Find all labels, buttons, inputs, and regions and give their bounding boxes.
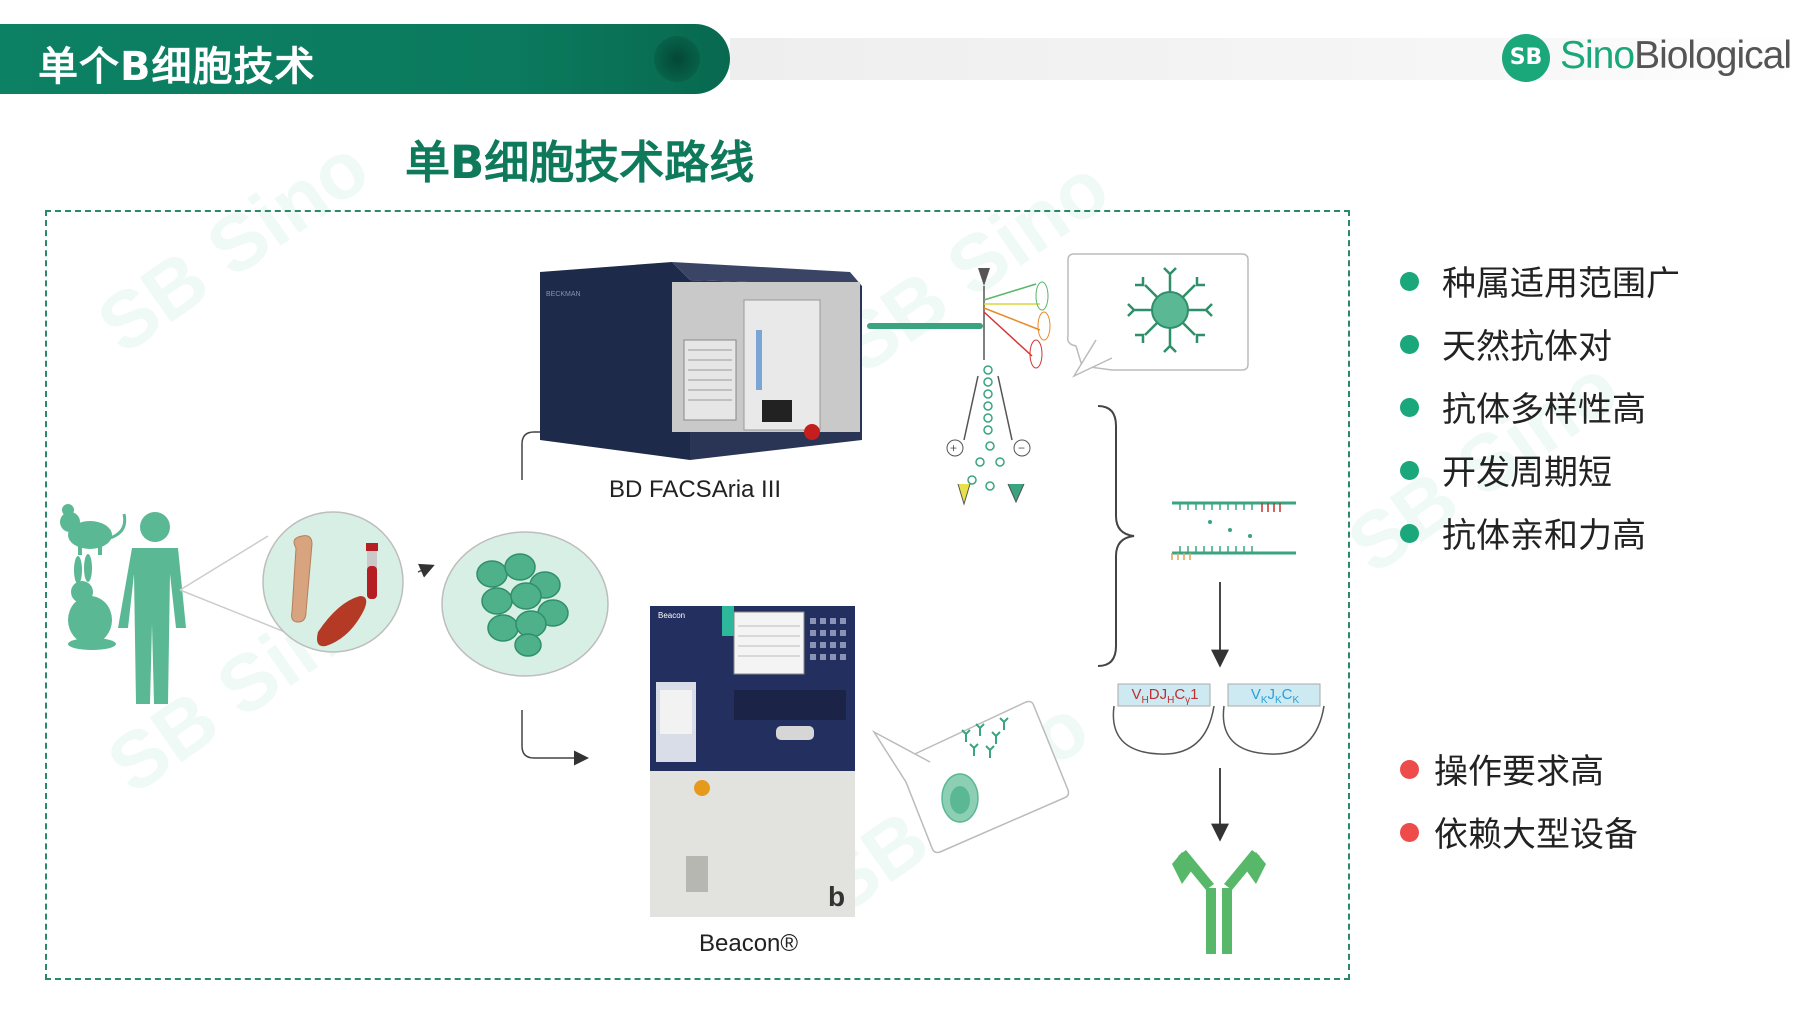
- gene-segment: V: [1131, 686, 1142, 703]
- beacon-instrument-image: b Beacon: [650, 606, 855, 917]
- red-bullet-icon: [1400, 823, 1419, 842]
- list-item: 开发周期短: [1400, 445, 1680, 508]
- header-band: 单个B细胞技术: [0, 24, 730, 94]
- green-bullet-icon: [1400, 461, 1419, 480]
- advantage-text: 天然抗体对: [1442, 327, 1612, 367]
- gene-segment: J: [1267, 686, 1276, 703]
- spleen-icon: [317, 596, 367, 647]
- advantages-list: 种属适用范围广 天然抗体对 抗体多样性高 开发周期短 抗体亲和力高: [1400, 256, 1680, 571]
- header-strip: [730, 38, 1800, 80]
- advantage-text: 种属适用范围广: [1442, 264, 1680, 304]
- list-item: 天然抗体对: [1400, 319, 1680, 382]
- logo-sino: Sino: [1560, 34, 1635, 77]
- beacon-label: Beacon®: [699, 930, 799, 957]
- limitations-list: 操作要求高 依赖大型设备: [1400, 744, 1638, 870]
- light-chain-gene-label: VKJKCK: [1232, 684, 1318, 706]
- cell-sorter-schematic: + −: [946, 268, 1051, 506]
- advantage-text: 开发周期短: [1442, 453, 1612, 493]
- list-item: 操作要求高: [1400, 744, 1638, 807]
- gene-segment: C: [1281, 686, 1293, 703]
- list-item: 种属适用范围广: [1400, 256, 1680, 319]
- logo-rest: Biological: [1634, 34, 1792, 77]
- facsaria-label: BD FACSAria III: [609, 476, 782, 503]
- green-bullet-icon: [1400, 524, 1419, 543]
- brand-logo: SB SinoBiological: [1502, 32, 1792, 84]
- b-cell-speech-bubble: [1066, 253, 1249, 378]
- page-title: 单个B细胞技术: [38, 44, 316, 90]
- red-bullet-icon: [1400, 760, 1419, 779]
- light-chain-vector: [1222, 683, 1325, 755]
- blood-tube-icon: [366, 543, 378, 599]
- gene-segment: V: [1250, 686, 1261, 703]
- tissue-source-bubble: [262, 511, 404, 653]
- svg-text:Beacon: Beacon: [658, 611, 685, 620]
- limitation-text: 依赖大型设备: [1434, 815, 1638, 855]
- gene-subscript: K: [1275, 695, 1282, 706]
- limitation-text: 操作要求高: [1434, 752, 1604, 792]
- diagram-frame: [45, 210, 1350, 980]
- green-bullet-icon: [1400, 272, 1419, 291]
- list-item: 抗体多样性高: [1400, 382, 1680, 445]
- rt-pcr-icon: [1171, 501, 1296, 560]
- human-icon: [118, 512, 186, 704]
- gene-subscript: γ: [1185, 695, 1191, 706]
- antibody-icon: [1172, 850, 1266, 954]
- rabbit-icon: [68, 554, 116, 650]
- b-cell-bubble: [441, 531, 609, 677]
- gene-segment: DJ: [1148, 686, 1168, 703]
- advantage-text: 抗体亲和力高: [1442, 516, 1646, 556]
- gene-subscript: H: [1141, 695, 1149, 706]
- list-item: 依赖大型设备: [1400, 807, 1638, 870]
- bone-icon: [291, 535, 313, 623]
- gene-segment: C: [1174, 686, 1186, 703]
- mouse-icon: [60, 504, 127, 555]
- gene-subscript: H: [1167, 695, 1175, 706]
- logo-badge-icon: SB: [1502, 34, 1550, 82]
- svg-text:+: +: [950, 441, 957, 455]
- green-bullet-icon: [1400, 335, 1419, 354]
- merge-brace: [1097, 405, 1135, 667]
- gene-subscript: K: [1292, 695, 1300, 706]
- advantage-text: 抗体多样性高: [1442, 390, 1646, 430]
- gene-subscript: K: [1260, 695, 1268, 706]
- facsaria-instrument-image: BECKMAN: [540, 262, 862, 460]
- svg-text:−: −: [1018, 441, 1025, 455]
- green-bullet-icon: [1400, 398, 1419, 417]
- diagram-title: 单B细胞技术路线: [405, 136, 755, 189]
- gene-segment: 1: [1190, 686, 1199, 703]
- svg-text:b: b: [828, 881, 845, 912]
- list-item: 抗体亲和力高: [1400, 508, 1680, 571]
- heavy-chain-gene-label: VHDJHCγ1: [1122, 684, 1208, 706]
- logo-wordmark: SinoBiological: [1560, 34, 1792, 78]
- heavy-chain-vector: [1112, 683, 1215, 755]
- plasma-cell-speech-bubble: [871, 700, 1070, 854]
- svg-text:BECKMAN: BECKMAN: [546, 291, 581, 298]
